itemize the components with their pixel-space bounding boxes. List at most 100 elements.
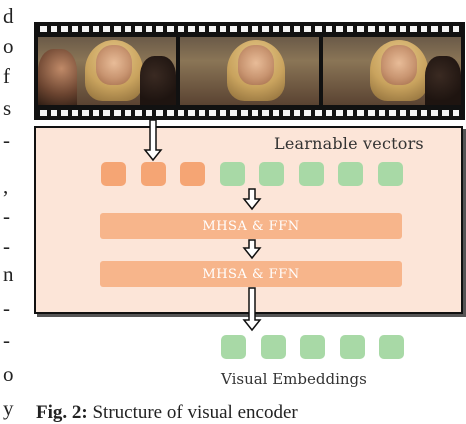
visual-embedding-token <box>221 335 246 359</box>
film-perforation <box>71 110 79 116</box>
margin-fragment: s <box>3 96 12 120</box>
film-perforations-top <box>40 26 460 32</box>
film-perforation <box>399 110 407 116</box>
film-perforation <box>50 26 58 32</box>
video-frame-2 <box>180 37 319 105</box>
film-perforation <box>293 110 301 116</box>
visual-token <box>259 162 284 186</box>
film-perforation <box>304 26 312 32</box>
film-perforation <box>156 26 163 32</box>
film-perforation <box>219 110 227 116</box>
film-perforation <box>315 26 322 32</box>
film-perforation <box>272 110 280 116</box>
margin-fragment: o <box>3 34 14 58</box>
film-perforation <box>336 110 343 116</box>
video-filmstrip <box>34 22 465 120</box>
film-perforation <box>293 26 301 32</box>
film-perforation <box>240 26 248 32</box>
film-perforation <box>240 110 248 116</box>
film-perforation <box>251 110 259 116</box>
film-perforation <box>82 110 89 116</box>
film-perforation <box>145 110 153 116</box>
film-perforation <box>346 26 354 32</box>
margin-fragment: o <box>3 362 14 386</box>
film-perforation <box>61 110 68 116</box>
margin-fragment: - <box>3 234 10 258</box>
visual-embedding-token <box>339 335 365 359</box>
film-perforation <box>230 26 237 32</box>
film-perforation <box>209 26 216 32</box>
margin-fragment: d <box>3 4 14 28</box>
figure-caption: Fig. 2: Structure of visual encoder <box>36 403 298 422</box>
margin-fragment: y <box>3 396 14 420</box>
video-frame-3 <box>322 37 461 105</box>
film-perforation <box>166 26 174 32</box>
film-perforation <box>82 26 89 32</box>
film-perforation <box>114 26 121 32</box>
film-perforation <box>378 26 386 32</box>
film-perforation <box>103 26 111 32</box>
film-perforation <box>61 26 68 32</box>
film-perforation <box>336 26 343 32</box>
film-perforation <box>50 110 58 116</box>
film-perforation <box>441 26 449 32</box>
film-perforation <box>103 110 111 116</box>
film-perforation <box>420 26 428 32</box>
margin-fragment: - <box>3 328 10 352</box>
film-perforation <box>92 26 100 32</box>
film-perforation <box>452 26 460 32</box>
film-perforation <box>304 110 312 116</box>
film-perforation <box>441 110 449 116</box>
visual-token <box>377 162 403 186</box>
film-perforation <box>272 26 280 32</box>
film-perforation <box>357 26 364 32</box>
arrow-down-icon <box>242 287 262 332</box>
film-perforation <box>40 110 47 116</box>
film-perforation <box>410 26 417 32</box>
margin-fragment: f <box>3 64 10 88</box>
visual-token <box>298 162 324 186</box>
frame-face <box>380 45 417 85</box>
film-perforation <box>367 26 375 32</box>
film-perforation <box>209 110 216 116</box>
visual-embedding-token <box>379 335 404 359</box>
film-perforation <box>367 110 375 116</box>
frame-face <box>96 45 133 85</box>
film-perforation <box>177 110 185 116</box>
mhsa-ffn-block-1: MHSA & FFN <box>100 213 402 239</box>
film-perforation <box>219 26 227 32</box>
frame-person-right <box>140 56 177 105</box>
film-perforation <box>325 26 333 32</box>
film-perforation <box>325 110 333 116</box>
film-perforation <box>145 26 153 32</box>
visual-embedding-token <box>300 335 325 359</box>
video-frames <box>38 37 461 105</box>
film-perforation <box>230 110 237 116</box>
frame-person-right <box>425 56 461 105</box>
margin-fragment: - <box>3 204 10 228</box>
film-perforation <box>198 110 206 116</box>
film-perforation <box>389 110 396 116</box>
film-perforation <box>166 110 174 116</box>
film-perforation <box>188 26 195 32</box>
film-perforation <box>346 110 354 116</box>
figure-caption-text: Structure of visual encoder <box>92 402 298 423</box>
film-perforation <box>431 110 438 116</box>
film-perforations-bottom <box>40 110 460 116</box>
learnable-vector-token <box>140 162 166 186</box>
margin-fragment: , <box>3 174 9 198</box>
film-perforation <box>283 26 290 32</box>
figure-label: Fig. 2: <box>36 402 88 423</box>
film-perforation <box>283 110 290 116</box>
film-perforation <box>389 26 396 32</box>
film-perforation <box>420 110 428 116</box>
film-perforation <box>198 26 206 32</box>
margin-fragment: - <box>3 128 10 152</box>
film-perforation <box>410 110 417 116</box>
film-perforation <box>40 26 47 32</box>
film-perforation <box>177 26 185 32</box>
film-perforation <box>188 110 195 116</box>
visual-token <box>219 162 245 186</box>
arrow-down-icon <box>143 119 163 162</box>
